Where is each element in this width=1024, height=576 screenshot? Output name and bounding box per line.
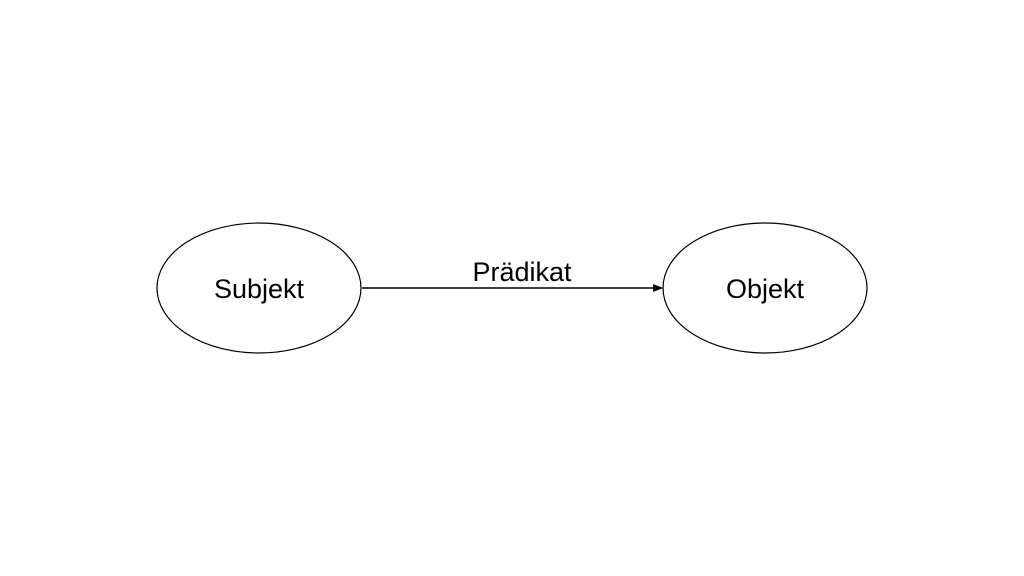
subject-ellipse	[156, 222, 362, 354]
predicate-label: Prädikat	[472, 257, 572, 287]
object-label: Objekt	[726, 274, 805, 304]
object-ellipse	[662, 222, 868, 354]
subject-label: Subjekt	[214, 274, 305, 304]
subject-node: Subjekt	[156, 222, 362, 354]
object-node: Objekt	[662, 222, 868, 354]
